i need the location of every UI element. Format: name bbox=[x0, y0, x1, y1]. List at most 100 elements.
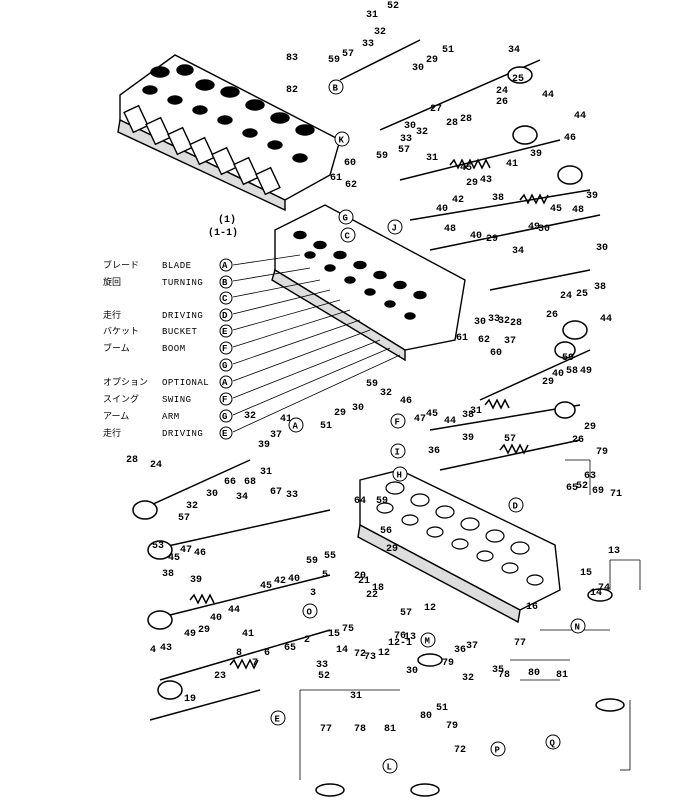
legend-en-1: TURNING bbox=[162, 278, 203, 288]
legend: ブレード BLADE A 旋回 TURNING B C 走行 DRIVING D… bbox=[103, 259, 228, 439]
part-number: 57 bbox=[178, 513, 190, 524]
part-number: 51 bbox=[436, 703, 448, 714]
part-number: 62 bbox=[478, 335, 490, 346]
part-number: 40 bbox=[436, 204, 448, 215]
reference-circle bbox=[288, 417, 304, 433]
part-number: 38 bbox=[162, 569, 174, 580]
legend-jp-0: ブレード bbox=[103, 259, 139, 271]
part-number: 42 bbox=[274, 576, 286, 587]
part-number: 69 bbox=[592, 486, 604, 497]
part-number: 46 bbox=[194, 548, 206, 559]
part-number: 57 bbox=[504, 434, 516, 445]
spool-assemblies bbox=[132, 39, 625, 797]
reference-circle bbox=[270, 710, 286, 726]
part-number: 55 bbox=[324, 551, 336, 562]
reference-circle bbox=[340, 227, 356, 243]
part-number: 59 bbox=[562, 353, 574, 364]
part-number: 41 bbox=[506, 159, 518, 170]
part-number: 57 bbox=[400, 608, 412, 619]
part-number: 51 bbox=[320, 421, 332, 432]
part-number: 43 bbox=[160, 643, 172, 654]
part-number: 41 bbox=[242, 629, 254, 640]
part-number: 2 bbox=[304, 635, 310, 646]
part-number: 75 bbox=[342, 624, 354, 635]
part-number: 6 bbox=[264, 648, 270, 659]
part-number: 34 bbox=[236, 492, 248, 503]
part-number: 26 bbox=[572, 435, 584, 446]
part-number: 66 bbox=[224, 477, 236, 488]
part-number: 35 bbox=[492, 665, 504, 676]
reference-letter: E bbox=[275, 715, 281, 725]
part-number: 31 bbox=[366, 10, 378, 21]
part-number: 61 bbox=[456, 333, 468, 344]
part-number: 77 bbox=[514, 638, 526, 649]
part-number: 32 bbox=[498, 316, 510, 327]
reference-circle bbox=[387, 219, 403, 235]
part-number: 29 bbox=[426, 55, 438, 66]
part-number: 30 bbox=[406, 666, 418, 677]
reference-letter: Q bbox=[550, 739, 556, 749]
part-number: 74 bbox=[598, 583, 610, 594]
part-number: 48 bbox=[572, 205, 584, 216]
part-number: 22 bbox=[366, 590, 378, 601]
part-number: 62 bbox=[345, 180, 357, 191]
reference-letter: J bbox=[392, 224, 397, 234]
part-number: 77 bbox=[320, 724, 332, 735]
part-number: 33 bbox=[488, 314, 500, 325]
part-number: 52 bbox=[387, 1, 399, 12]
part-number: 40 bbox=[552, 369, 564, 380]
part-number: 29 bbox=[466, 178, 478, 189]
part-number: 30 bbox=[474, 317, 486, 328]
reference-circle bbox=[392, 466, 408, 482]
legend-en-9: ARM bbox=[162, 412, 180, 422]
legend-code-7: A bbox=[222, 378, 228, 388]
reference-letter: A bbox=[293, 422, 299, 432]
part-number: 45 bbox=[426, 409, 438, 420]
part-number: 21 bbox=[358, 576, 370, 587]
part-number: 49 bbox=[184, 629, 196, 640]
part-number: 13 bbox=[608, 546, 620, 557]
legend-code-circles bbox=[219, 258, 233, 440]
part-number: 32 bbox=[186, 501, 198, 512]
assembly-label-sub: (1-1) bbox=[208, 227, 238, 239]
part-number: 80 bbox=[528, 668, 540, 679]
part-number: 28 bbox=[446, 118, 458, 129]
part-number: 72 bbox=[354, 649, 366, 660]
reference-circle bbox=[328, 79, 344, 95]
legend-code-9: G bbox=[222, 412, 227, 422]
part-number: 33 bbox=[286, 490, 298, 501]
legend-en-5: BOOM bbox=[162, 344, 186, 354]
part-number: 36 bbox=[454, 645, 466, 656]
part-number: 29 bbox=[486, 234, 498, 245]
part-number: 37 bbox=[270, 430, 282, 441]
reference-circle bbox=[420, 632, 436, 648]
part-number: 68 bbox=[244, 477, 256, 488]
legend-leaders bbox=[232, 254, 641, 780]
part-number: 59 bbox=[376, 151, 388, 162]
part-number: 32 bbox=[244, 411, 256, 422]
part-number: 44 bbox=[600, 314, 612, 325]
part-number: 39 bbox=[258, 440, 270, 451]
reference-circle bbox=[302, 603, 318, 619]
reference-letter: P bbox=[495, 746, 501, 756]
reference-circle bbox=[390, 413, 406, 429]
part-number: 32 bbox=[374, 27, 386, 38]
part-number: 32 bbox=[416, 127, 428, 138]
legend-jp-9: アーム bbox=[103, 411, 129, 422]
part-number: 49 bbox=[528, 222, 540, 233]
part-number: 29 bbox=[334, 408, 346, 419]
part-number: 38 bbox=[594, 282, 606, 293]
legend-en-0: BLADE bbox=[162, 261, 192, 271]
legend-en-7: OPTIONAL bbox=[162, 378, 209, 388]
part-number: 78 bbox=[498, 670, 510, 681]
part-number: 8 bbox=[236, 648, 242, 659]
part-number: 33 bbox=[362, 39, 374, 50]
legend-jp-5: ブーム bbox=[103, 342, 130, 354]
part-number: 63 bbox=[584, 471, 596, 482]
part-number: 64 bbox=[354, 496, 366, 507]
part-number: 81 bbox=[384, 724, 396, 735]
reference-letter: F bbox=[395, 418, 400, 428]
reference-letter: I bbox=[395, 448, 400, 458]
part-number: 34 bbox=[512, 246, 524, 257]
part-number: 36 bbox=[428, 446, 440, 457]
